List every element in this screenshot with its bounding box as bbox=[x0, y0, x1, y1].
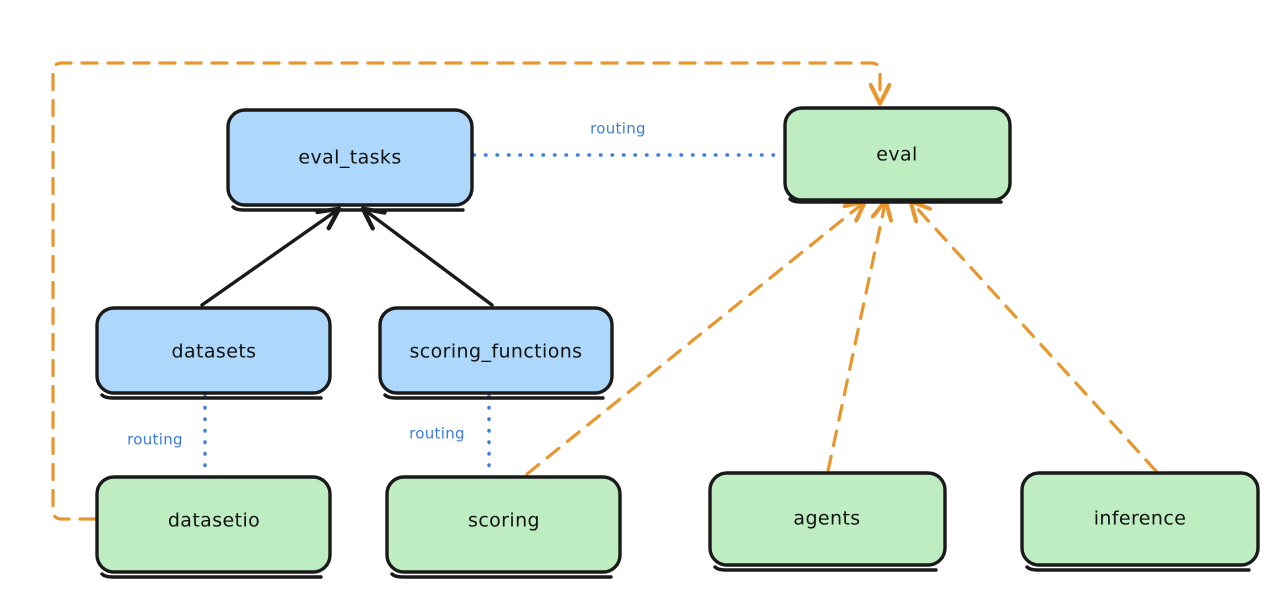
node-eval[interactable]: eval bbox=[783, 106, 1012, 204]
node-eval-box bbox=[783, 106, 1012, 202]
node-agents-box bbox=[708, 471, 947, 567]
edge-label-routing-top: routing bbox=[590, 120, 646, 138]
node-datasetio-box bbox=[95, 475, 332, 574]
edge-datasets-to-eval_tasks bbox=[200, 211, 336, 307]
node-eval-label: eval bbox=[876, 144, 917, 166]
node-agents[interactable]: agents bbox=[708, 471, 947, 572]
edge-scoring-to-eval bbox=[525, 204, 862, 476]
edge-scoring_functions-to-eval_tasks bbox=[366, 211, 494, 307]
node-eval_tasks-box bbox=[226, 108, 474, 207]
edge-inference-to-eval bbox=[913, 204, 1158, 473]
node-datasets-box bbox=[95, 306, 332, 395]
node-scoring-label: scoring bbox=[468, 510, 540, 532]
edge-label-routing-middle: routing bbox=[409, 425, 465, 443]
node-datasets[interactable]: datasets bbox=[95, 306, 332, 400]
node-datasetio[interactable]: datasetio bbox=[95, 475, 332, 579]
node-scoring_functions-label: scoring_functions bbox=[410, 341, 583, 363]
node-datasets-label: datasets bbox=[172, 341, 257, 363]
node-scoring_functions[interactable]: scoring_functions bbox=[378, 306, 614, 400]
node-scoring_functions-box bbox=[378, 306, 614, 395]
node-agents-label: agents bbox=[793, 508, 860, 530]
node-datasetio-label: datasetio bbox=[168, 510, 260, 532]
edge-label-routing-left: routing bbox=[127, 431, 183, 449]
node-inference-box bbox=[1020, 471, 1260, 567]
edge-agents-to-eval bbox=[826, 204, 885, 473]
node-inference-label: inference bbox=[1094, 508, 1187, 530]
node-scoring-box bbox=[385, 475, 622, 574]
node-eval_tasks-label: eval_tasks bbox=[298, 147, 401, 169]
node-inference[interactable]: inference bbox=[1020, 471, 1260, 572]
edge-datasetio-to-eval bbox=[51, 61, 880, 521]
node-eval_tasks[interactable]: eval_tasks bbox=[226, 108, 474, 212]
node-scoring[interactable]: scoring bbox=[385, 475, 622, 579]
